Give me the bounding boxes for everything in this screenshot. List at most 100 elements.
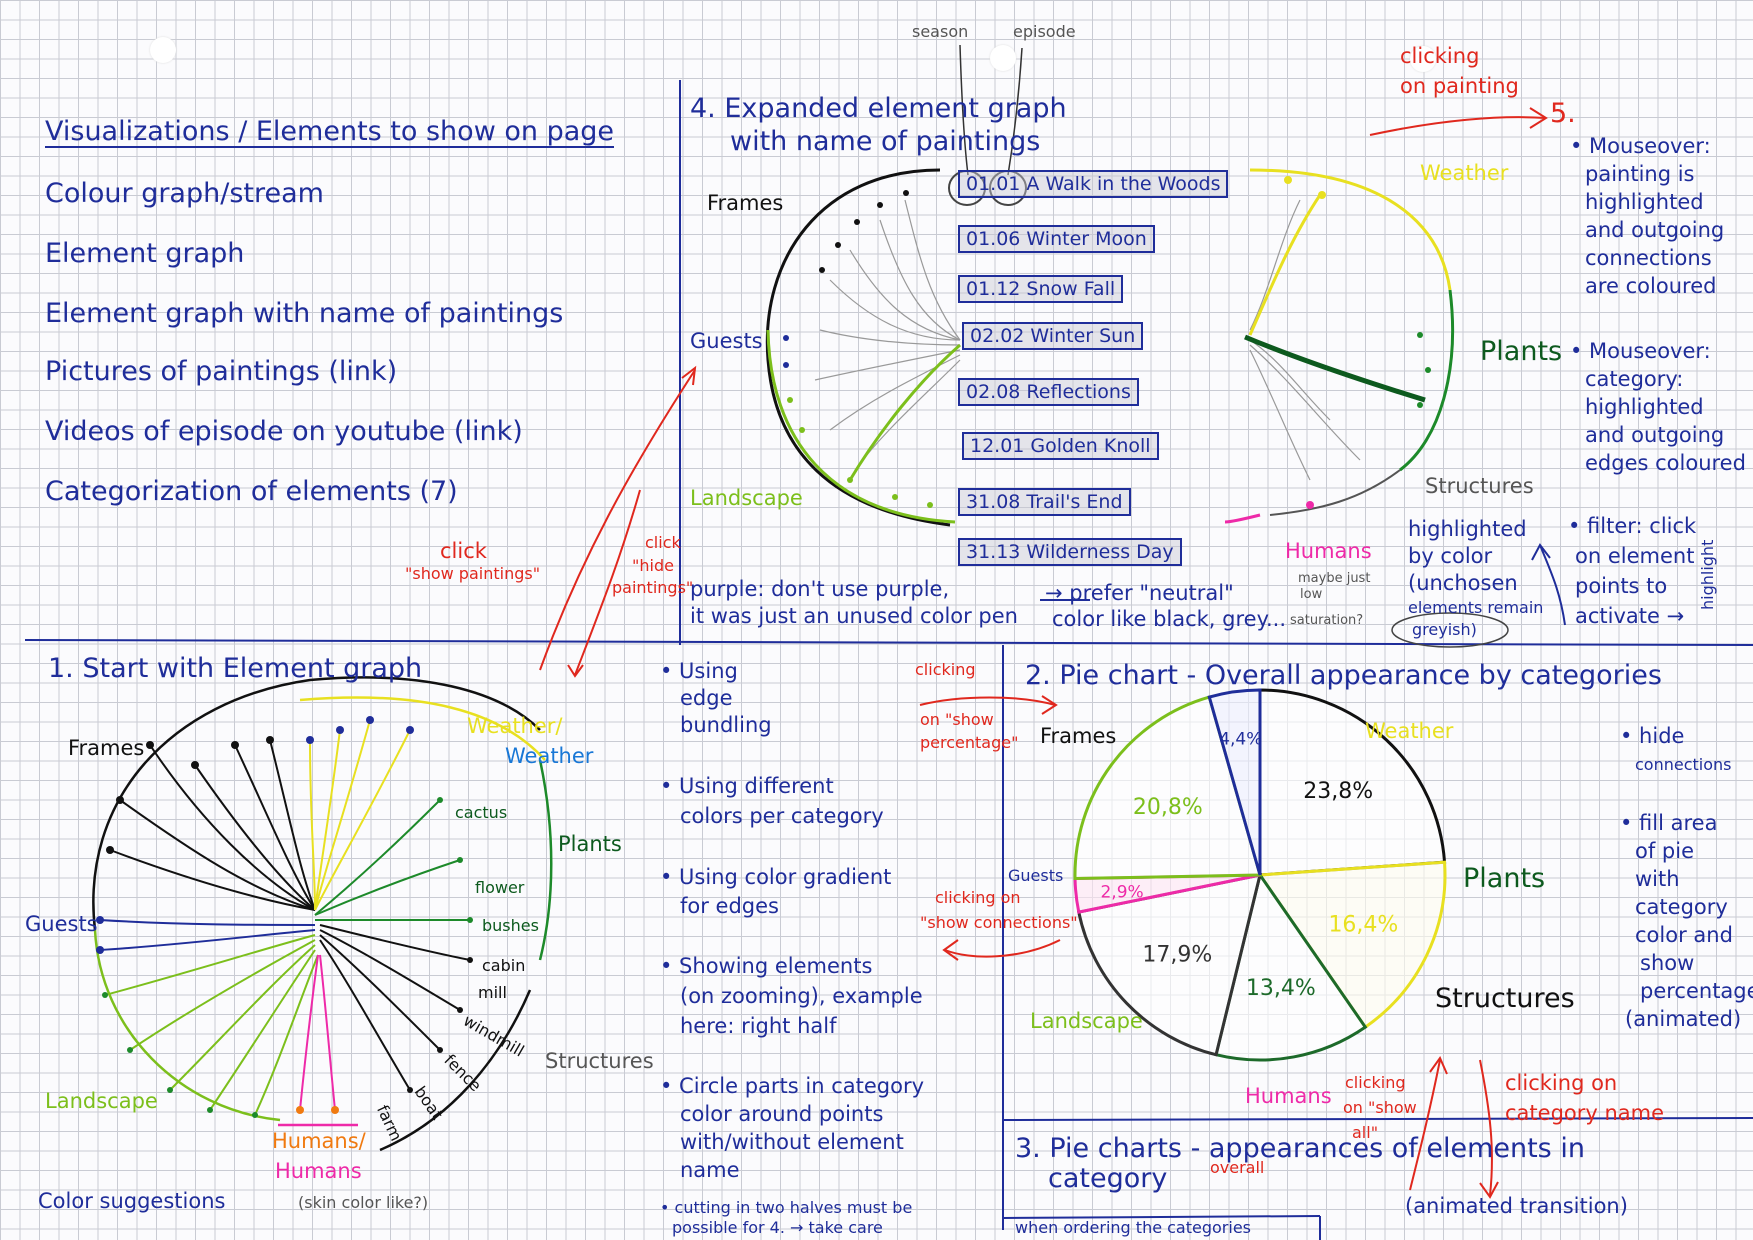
clicking-painting-note: on painting <box>1400 74 1519 98</box>
animated-note: (animated transition) <box>1405 1194 1628 1218</box>
clicking-note: clicking on <box>1505 1071 1618 1095</box>
episode-label: episode <box>1013 22 1076 41</box>
painting-title[interactable]: 31.08 Trail's End <box>958 488 1131 516</box>
pie-slice-landscape[interactable] <box>1073 695 1262 881</box>
side-note: • hide <box>1620 724 1685 748</box>
pie-chart: 23,8%16,4%13,4%17,9%2,9%20,8%4,4% <box>1073 688 1447 1062</box>
mouseover-note: highlighted <box>1585 190 1704 214</box>
clicking-note: clicking <box>915 660 976 679</box>
leaf-label: mill <box>478 983 507 1002</box>
category-label-frames: Frames <box>707 191 784 215</box>
saturation-note: low <box>1300 587 1323 602</box>
highlight-note: elements remain <box>1408 598 1544 617</box>
mouseover-note: are coloured <box>1585 274 1717 298</box>
filter-note: on element <box>1575 544 1695 568</box>
pie-slice-label: 20,8% <box>1133 795 1203 820</box>
painting-title[interactable]: 02.02 Winter Sun <box>962 322 1144 350</box>
side-note: • fill area <box>1620 811 1718 835</box>
bullet-item: • Using different <box>660 774 834 798</box>
mouseover-note: painting is <box>1585 162 1695 186</box>
click-note: click <box>645 533 681 552</box>
side-note: percentage <box>1640 979 1753 1003</box>
category-label-plants: Plants <box>1480 336 1563 367</box>
side-note: color and <box>1635 923 1733 947</box>
elements-list-title: Visualizations / Elements to show on pag… <box>45 116 615 149</box>
bullet-item: here: right half <box>680 1014 837 1038</box>
mouseover-category-note: edges coloured <box>1585 451 1746 475</box>
mouseover-category-note: category: <box>1585 367 1684 391</box>
category-label-structures: Structures <box>545 1049 654 1073</box>
pie-slice-label: 2,9% <box>1100 882 1143 902</box>
category-label-guests: Guests <box>25 912 98 936</box>
category-label-weather: Weather/ <box>467 714 563 738</box>
clicking-note: on "show <box>1343 1098 1417 1117</box>
clicking-note: all" <box>1352 1123 1379 1142</box>
mouseover-note: • Mouseover: <box>1570 134 1711 158</box>
bullet-item: possible for 4. → take care <box>672 1218 883 1237</box>
punch-hole <box>150 37 176 63</box>
painting-title[interactable]: 02.08 Reflections <box>958 378 1139 406</box>
mouseover-note: and outgoing <box>1585 218 1725 242</box>
section2-title: 2. Pie chart - Overall appearance by cat… <box>1025 660 1662 691</box>
category-label-humans: Humans <box>1285 539 1372 563</box>
clicking-note: percentage" <box>920 733 1019 752</box>
section4-title: 4. Expanded element graph <box>690 93 1067 124</box>
side-note: show <box>1640 951 1695 975</box>
bullet-item: name <box>680 1158 740 1182</box>
pie-label-weather: Weather <box>1365 719 1454 743</box>
click-note: "hide <box>632 556 674 575</box>
pie-slice-label: 23,8% <box>1303 779 1373 804</box>
pie-slice-label: 13,4% <box>1246 976 1316 1001</box>
clicking-painting-note: clicking <box>1400 44 1480 68</box>
neutral-note: color like black, grey... <box>1052 607 1287 631</box>
pie-slice-structures[interactable] <box>1076 873 1263 1057</box>
highlight-note: (unchosen <box>1408 571 1518 595</box>
overall-note: overall <box>1210 1158 1265 1177</box>
highlight-note: highlighted <box>1408 517 1527 541</box>
bullet-item: • Using <box>660 659 738 683</box>
category-label-weather: Weather <box>505 744 594 768</box>
category-label-frames: Frames <box>68 736 145 760</box>
mouseover-category-note: highlighted <box>1585 395 1704 419</box>
pie-slice-weather[interactable] <box>1257 860 1447 1030</box>
color-suggestions: Color suggestions <box>38 1189 226 1213</box>
side-note: connections <box>1635 755 1732 774</box>
painting-title[interactable]: 01.06 Winter Moon <box>958 225 1155 253</box>
category-label-guests: Guests <box>690 329 763 353</box>
clicking-note: clicking on <box>935 888 1021 907</box>
painting-title[interactable]: 12.01 Golden Knoll <box>962 432 1159 460</box>
highlight-side-text: highlight <box>1698 539 1717 610</box>
section3-title: 3. Pie charts - appearances of elements … <box>1015 1133 1585 1164</box>
painting-title[interactable]: 01.01 A Walk in the Woods <box>958 170 1229 198</box>
category-label-weather: Weather <box>1420 161 1509 185</box>
section1-title: 1. Start with Element graph <box>48 653 423 684</box>
bullet-item: edge <box>680 686 733 710</box>
pie-label-plants: Plants <box>1463 863 1546 894</box>
side-note: (animated) <box>1625 1007 1742 1031</box>
pie-slice-label: 16,4% <box>1328 913 1398 938</box>
category-label-humans: Humans <box>275 1159 362 1183</box>
painting-title[interactable]: 01.12 Snow Fall <box>958 275 1124 303</box>
bullet-item: (on zooming), example <box>680 984 923 1008</box>
pie-slice-frames[interactable] <box>1258 688 1447 877</box>
section4-title-line2: with name of paintings <box>730 126 1041 157</box>
elements-list-item: Videos of episode on youtube (link) <box>45 416 523 447</box>
bullet-item: • Circle parts in category <box>660 1074 925 1098</box>
pie-label-guests: Guests <box>1008 866 1064 885</box>
filter-note: • filter: click <box>1568 514 1697 538</box>
pie-slice-plants[interactable] <box>1214 871 1368 1062</box>
skin-color-note: (skin color like?) <box>298 1193 429 1212</box>
saturation-note: saturation? <box>1290 613 1364 628</box>
bullet-item: when ordering the categories <box>1015 1218 1251 1237</box>
season-label: season <box>912 22 969 41</box>
bullet-item: • cutting in two halves must be <box>660 1198 913 1217</box>
pie-label-frames: Frames <box>1040 724 1117 748</box>
painting-title[interactable]: 31.13 Wilderness Day <box>958 538 1182 566</box>
pie-slice-guests[interactable] <box>1207 688 1262 876</box>
category-label-plants: Plants <box>558 832 622 856</box>
saturation-note: maybe just <box>1298 571 1371 586</box>
highlight-note: greyish) <box>1412 620 1477 639</box>
punch-hole <box>1410 46 1436 72</box>
elements-list-item: Element graph <box>45 238 245 269</box>
